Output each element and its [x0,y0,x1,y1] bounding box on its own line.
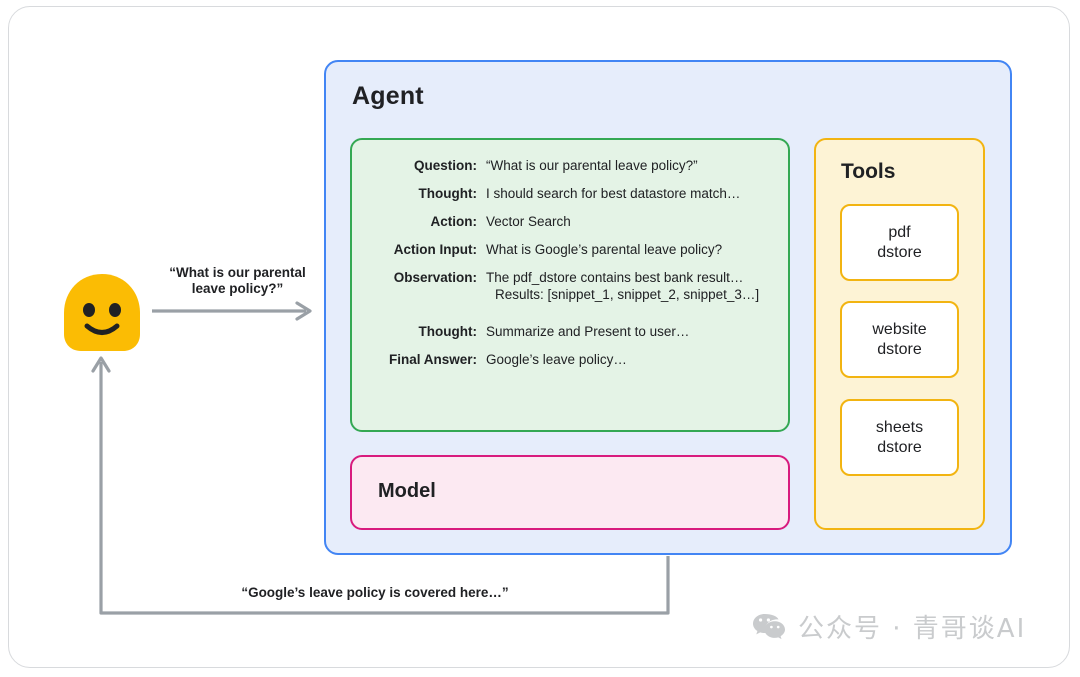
trace-value: Google’s leave policy… [486,352,627,367]
watermark-text: 公众号 · 青哥谈AI [798,614,1027,644]
watermark: 公众号 · 青哥谈AI [752,608,1026,645]
avatar-face-shape [64,274,140,351]
trace-label: Observation: [393,270,477,285]
trace-label: Action: [430,214,478,229]
avatar-smile [84,323,120,335]
tool-card-pdf-dstore[interactable]: pdf dstore [840,204,959,281]
trace-row: Action: Vector Search [368,214,788,229]
tool-card-sheets-dstore[interactable]: sheets dstore [840,399,959,476]
trace-label: Thought: [418,324,477,339]
trace-label: Action Input: [393,242,477,257]
trace-value: “What is our parental leave policy?” [486,158,698,173]
trace-value: Summarize and Present to user… [486,324,690,339]
user-avatar [64,274,140,351]
arrow-agent-to-user [91,356,670,615]
trace-row: Thought: I should search for best datast… [368,186,788,201]
trace-label: Final Answer: [388,352,477,367]
trace-row: Question: “What is our parental leave po… [368,158,788,173]
model-title: Model [378,480,436,502]
avatar-right-eye [109,303,121,317]
trace-row: Final Answer: Google’s leave policy… [368,352,788,367]
trace-box [350,138,790,432]
model-box [350,455,790,530]
avatar-left-eye [83,303,95,317]
arrow-user-to-agent [152,301,312,321]
trace-label: Thought: [418,186,477,201]
trace-rows: Question: “What is our parental leave po… [368,158,788,380]
trace-value: What is Google’s parental leave policy? [486,242,723,257]
agent-title: Agent [352,82,424,110]
question-caption: “What is our parental leave policy?” [169,265,306,296]
trace-value: Vector Search [486,214,571,229]
trace-row: Observation: The pdf_dstore contains bes… [368,270,788,285]
trace-row: Thought: Summarize and Present to user… [368,324,788,339]
answer-caption: “Google’s leave policy is covered here…” [241,585,509,600]
trace-label: Question: [414,158,477,173]
trace-value-continuation: Results: [snippet_1, snippet_2, snippet_… [495,287,760,302]
tools-title: Tools [841,160,896,183]
trace-value: I should search for best datastore match… [486,186,741,201]
trace-row: Action Input: What is Google’s parental … [368,242,788,257]
wechat-icon [753,613,785,639]
trace-value: The pdf_dstore contains best bank result… [486,270,744,285]
tool-card-website-dstore[interactable]: website dstore [840,301,959,378]
